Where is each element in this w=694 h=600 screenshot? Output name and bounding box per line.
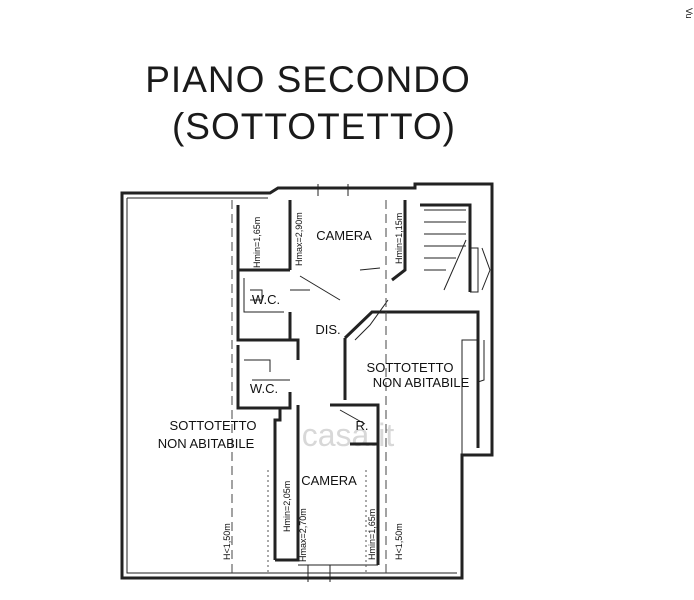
height-bottom-2: Hmax=2,70m — [298, 508, 308, 562]
room-camera-bottom: CAMERA — [301, 473, 357, 488]
watermark: casa.it — [302, 417, 395, 453]
room-sottotetto-left-l1: SOTTOTETTO — [170, 418, 257, 433]
height-top-left: Hmin=1,65m — [252, 217, 262, 268]
room-camera-top: CAMERA — [316, 228, 372, 243]
height-top-mid: Hmax=2,90m — [294, 212, 304, 266]
height-bottom-1: Hmin=2,05m — [282, 481, 292, 532]
room-sottotetto-right-l1: SOTTOTETTO — [367, 360, 454, 375]
height-left: H<1,50m — [222, 523, 232, 560]
walls — [120, 182, 494, 582]
plan-title: PIANO SECONDO — [145, 59, 471, 100]
room-sottotetto-left-l2: NON ABITABILE — [158, 436, 255, 451]
plan-subtitle: (SOTTOTETTO) — [172, 106, 456, 147]
height-annotations: Hmin=1,65m Hmax=2,90m Hmin=1,15m Hmin=2,… — [222, 212, 404, 562]
corner-text: Vu — [684, 8, 694, 19]
room-labels: CAMERA W.C. DIS. W.C. SOTTOTETTO NON ABI… — [158, 228, 470, 488]
height-lines — [231, 200, 387, 578]
room-wc-top: W.C. — [252, 292, 280, 307]
room-sottotetto-right-l2: NON ABITABILE — [373, 375, 470, 390]
room-wc-bottom: W.C. — [250, 381, 278, 396]
room-ripostiglio: R. — [356, 418, 369, 433]
height-top-right: Hmin=1,15m — [394, 213, 404, 264]
height-right: H<1,50m — [394, 523, 404, 560]
room-dis: DIS. — [315, 322, 340, 337]
height-bottom-3: Hmin=1,65m — [367, 509, 377, 560]
